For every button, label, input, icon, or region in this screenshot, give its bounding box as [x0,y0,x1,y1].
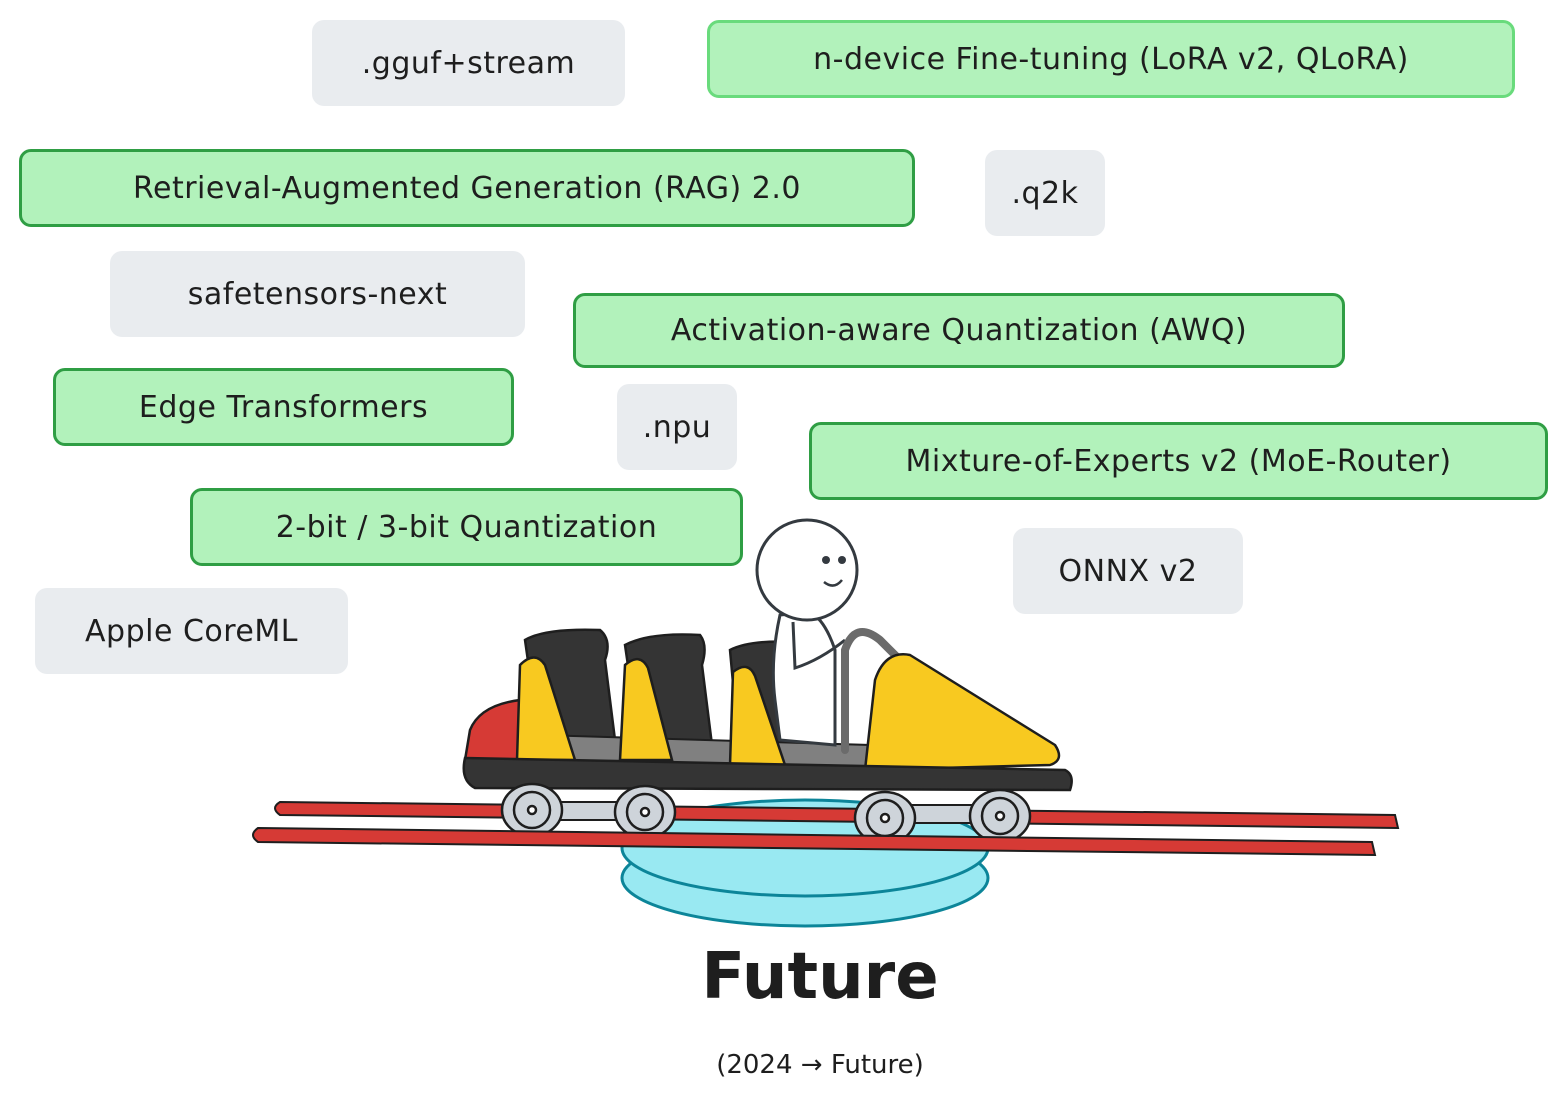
car-rear-fin [463,698,527,762]
lap-bar [841,628,909,754]
rider-figure [755,518,859,747]
format-tag-q2k: .q2k [985,150,1105,236]
tech-tag-label: n-device Fine-tuning (LoRA v2, QLoRA) [813,41,1409,77]
wheel [500,782,564,838]
tech-tag-rag-2: Retrieval-Augmented Generation (RAG) 2.0 [19,149,915,227]
era-range: (2024 → Future) [716,1050,924,1080]
format-tag-onnx-v2: ONNX v2 [1013,528,1243,614]
rider-face [822,556,846,587]
car-seat-sides [515,656,787,767]
format-tag-label: safetensors-next [187,276,448,312]
format-tag-label: .gguf+stream [361,45,576,81]
format-tag-npu: .npu [617,384,737,470]
tech-tag-label: 2-bit / 3-bit Quantization [275,509,658,545]
era-title: Future [701,940,939,1014]
tech-tag-label: Activation-aware Quantization (AWQ) [670,313,1248,348]
format-tag-label: .q2k [1011,175,1079,211]
format-tag-gguf-stream: .gguf+stream [312,20,625,106]
tech-tag-edge-transformers: Edge Transformers [53,368,514,446]
tech-tag-label: Retrieval-Augmented Generation (RAG) 2.0 [133,170,801,206]
car-front-nose [863,653,1061,772]
wheel [968,788,1032,844]
format-tag-label: ONNX v2 [1058,553,1198,589]
car-chassis [462,756,1073,792]
format-tag-safetensors-next: safetensors-next [110,251,525,337]
tech-tag-label: Mixture-of-Experts v2 (MoE-Router) [905,443,1452,479]
rail-front [252,826,1377,857]
wheel [613,784,677,840]
format-tag-label: .npu [642,409,712,445]
tech-tag-label: Edge Transformers [138,389,429,425]
tech-tag-moe-v2: Mixture-of-Experts v2 (MoE-Router) [809,422,1548,500]
format-tag-label: Apple CoreML [85,613,298,649]
tech-tag-on-device-fine-tuning: n-device Fine-tuning (LoRA v2, QLoRA) [707,20,1515,98]
tech-tag-low-bit-quantization: 2-bit / 3-bit Quantization [190,488,743,566]
tech-tag-awq: Activation-aware Quantization (AWQ) [573,293,1345,368]
format-tag-apple-coreml: Apple CoreML [35,588,348,674]
